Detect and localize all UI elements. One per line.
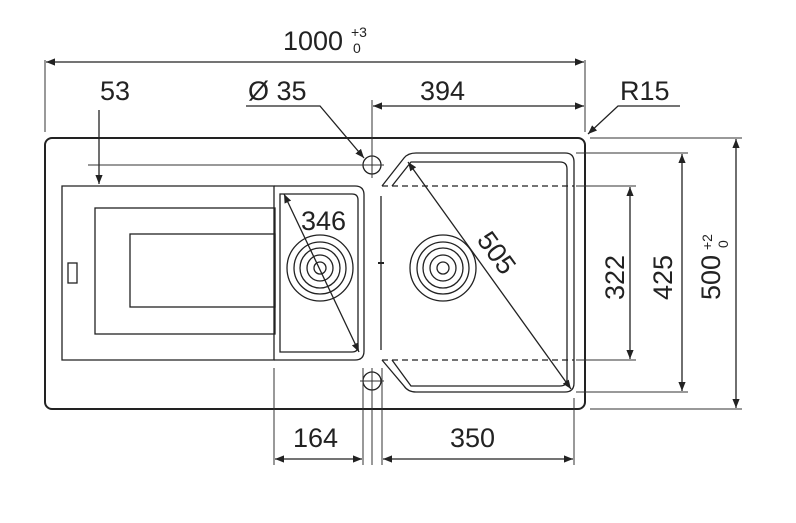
- large-bowl-drain: [409, 234, 477, 302]
- small-bowl-width-label: 164: [293, 423, 338, 453]
- dim-left-offset: [88, 110, 360, 184]
- large-bowl-diagonal-label: 505: [471, 226, 522, 280]
- dim-bowl-outer-height: [576, 152, 688, 393]
- dim-large-bowl-diagonal: [407, 161, 572, 390]
- hole-diameter-label: Ø 35: [248, 76, 307, 106]
- overall-length-label: 1000: [283, 26, 343, 56]
- right-bowl-offset-label: 394: [420, 76, 465, 106]
- tap-hole-top: [360, 100, 384, 178]
- overflow-slot: [67, 262, 78, 284]
- small-bowl-diagonal-label: 346: [301, 206, 346, 236]
- sink-outline: [44, 137, 586, 410]
- left-offset-label: 53: [100, 76, 130, 106]
- dim-overall-width: [590, 137, 742, 410]
- bowl-outer-height-label: 425: [648, 255, 678, 300]
- bowl-inner-height-label: 322: [600, 255, 630, 300]
- overall-length-tol-upper: +3: [351, 24, 367, 40]
- dim-bowl-inner-height: [576, 185, 636, 361]
- overall-length-tol-lower: 0: [353, 40, 361, 56]
- overall-width-label: 500: [696, 255, 726, 300]
- overall-width-tol-upper: +2: [699, 234, 715, 250]
- dim-large-bowl-width: [381, 368, 575, 465]
- dim-small-bowl-width: [273, 368, 364, 465]
- overall-width-tol-lower: 0: [715, 240, 731, 248]
- tap-hole-bottom: [360, 368, 384, 465]
- dim-right-bowl-offset: [373, 100, 586, 132]
- dim-hole-diameter: [246, 105, 365, 159]
- dim-corner-radius: [587, 105, 680, 135]
- corner-radius-label: R15: [620, 76, 670, 106]
- dim-small-bowl-diagonal: [283, 193, 360, 353]
- drainer-area: [61, 185, 276, 361]
- small-bowl-drain: [286, 234, 354, 302]
- large-bowl-width-label: 350: [450, 423, 495, 453]
